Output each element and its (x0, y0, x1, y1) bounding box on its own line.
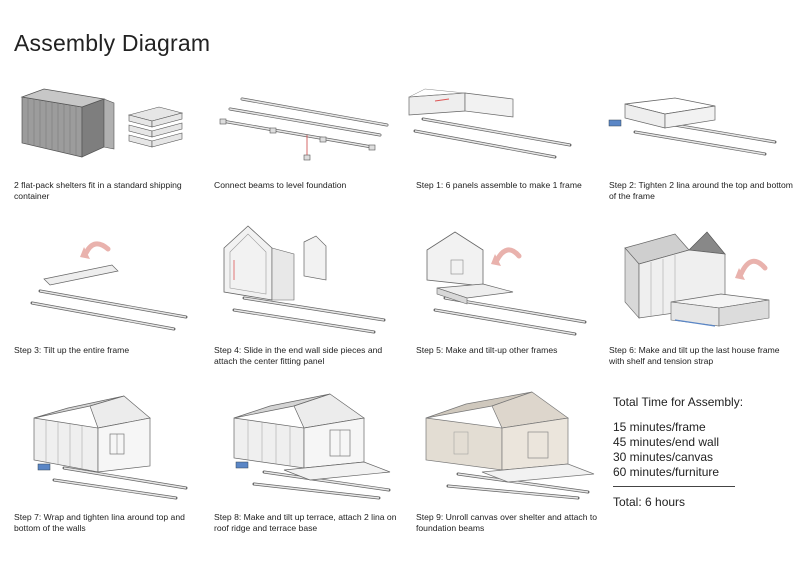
step-caption: Step 4: Slide in the end wall side piece… (214, 345, 383, 366)
illustration-step1 (405, 85, 585, 170)
step-caption: Step 2: Tighten 2 lina around the top an… (609, 180, 793, 201)
page-title: Assembly Diagram (14, 30, 211, 56)
step-caption: Step 8: Make and tilt up terrace, attach… (214, 512, 397, 533)
illustration-step4 (214, 220, 394, 340)
summary-item: 30 minutes/canvas (613, 450, 714, 464)
illustration-step2 (605, 92, 785, 170)
step-caption: Step 5: Make and tilt-up other frames (416, 345, 558, 355)
illustration-step3 (14, 235, 194, 335)
summary-item: 15 minutes/frame (613, 420, 706, 434)
illustration-step5 (415, 228, 595, 338)
summary-item: 60 minutes/furniture (613, 465, 720, 479)
summary-heading: Total Time for Assembly: (613, 395, 744, 409)
step-caption: Step 3: Tilt up the entire frame (14, 345, 130, 355)
illustration-step6 (615, 222, 795, 332)
illustration-step9 (418, 388, 598, 500)
illustration-container (14, 85, 194, 170)
illustration-step7 (14, 388, 194, 500)
step-caption: Step 9: Unroll canvas over shelter and a… (416, 512, 598, 533)
illustration-foundation (212, 95, 392, 170)
step-caption: Step 7: Wrap and tighten lina around top… (14, 512, 185, 533)
summary-divider (613, 486, 735, 487)
step-caption: Step 6: Make and tilt up the last house … (609, 345, 780, 366)
illustration-step8 (214, 388, 394, 500)
step-caption: Step 1: 6 panels assemble to make 1 fram… (416, 180, 582, 190)
summary-item: 45 minutes/end wall (613, 435, 720, 449)
assembly-time-summary: Total Time for Assembly: 15 minutes/fram… (613, 395, 763, 510)
summary-total: Total: 6 hours (613, 495, 686, 509)
step-caption: 2 flat-pack shelters fit in a standard s… (14, 180, 182, 201)
step-caption: Connect beams to level foundation (214, 180, 347, 190)
